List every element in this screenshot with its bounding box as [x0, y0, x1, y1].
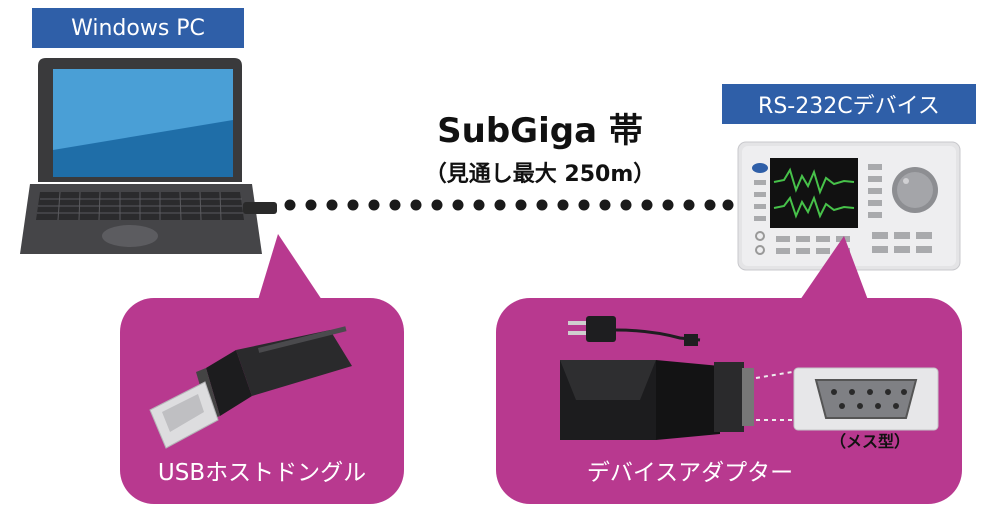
device-adapter-caption: デバイスアダプター [586, 460, 794, 486]
usb-dongle-illustration [149, 326, 352, 449]
link-title: SubGiga 帯 [437, 111, 643, 151]
pc-label: Windows PC [32, 8, 244, 48]
usb-dongle-caption: USBホストドングル [157, 460, 367, 486]
usb-dongle-bubble [120, 234, 404, 504]
link-range: （見通し最大 250m） [424, 162, 656, 187]
device-adapter-bubble [496, 236, 962, 504]
wireless-link-dots [284, 199, 734, 211]
power-adapter-illustration [568, 316, 701, 346]
db9-female-connector-illustration [793, 367, 939, 431]
laptop-illustration [20, 58, 277, 254]
connector-note: （メス型） [829, 432, 910, 451]
rs232c-device-illustration [737, 141, 961, 271]
device-label: RS-232Cデバイス [722, 84, 976, 124]
adapter-illustration [560, 360, 793, 440]
